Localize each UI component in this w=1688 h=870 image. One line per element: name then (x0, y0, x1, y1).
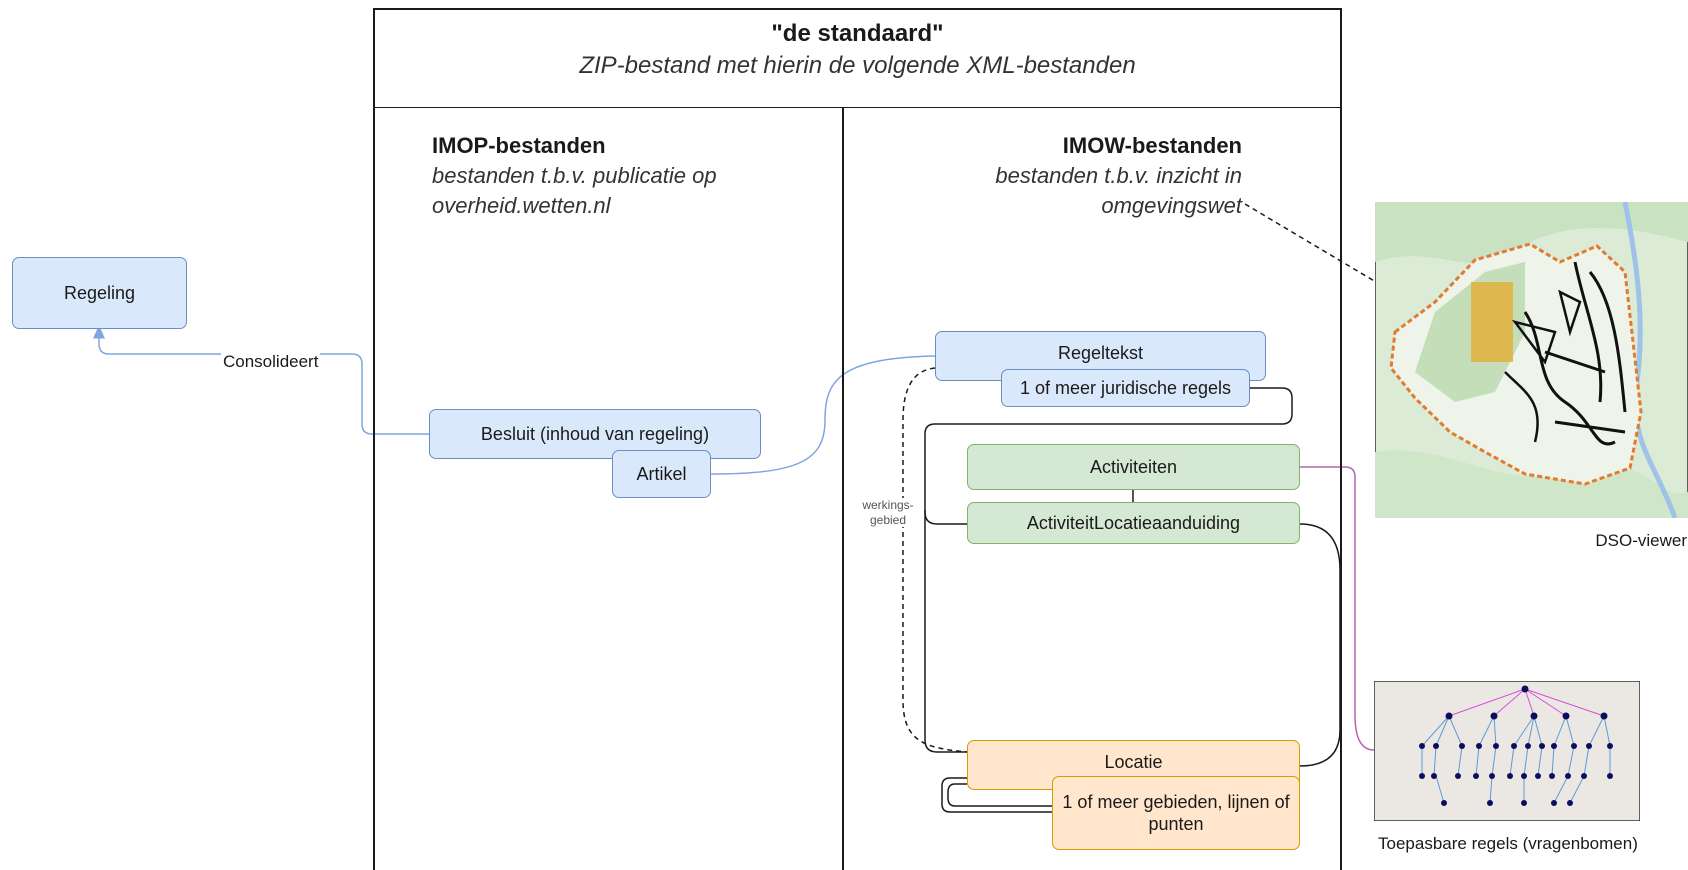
activiteiten-node[interactable]: Activiteiten (967, 444, 1300, 490)
standaard-header-divider (373, 107, 1342, 108)
regel-locatie-edge (924, 510, 967, 753)
artikel-label: Artikel (636, 464, 687, 484)
regeling-node[interactable]: Regeling (12, 257, 187, 329)
gebieden-node[interactable]: 1 of meer gebieden, lijnen of punten (1052, 776, 1300, 850)
map-icon (1375, 202, 1688, 518)
gebieden-label: 1 of meer gebieden, lijnen of punten (1062, 792, 1290, 834)
regeling-label: Regeling (63, 283, 136, 303)
column-divider (842, 107, 844, 870)
dso-viewer-caption: DSO-viewer (1595, 531, 1687, 550)
regeltekst-label: Regeltekst (1057, 343, 1144, 363)
imow-desc-2: omgevingswet (1101, 193, 1242, 218)
activiteiten-label: Activiteiten (1089, 457, 1178, 477)
regel-activiteit-edge (924, 387, 1293, 525)
vragenbomen-caption: Toepasbare regels (vragenbomen) (1378, 834, 1638, 853)
tree-icon (1374, 681, 1640, 821)
werkingsgebied-label-2: gebied (860, 513, 916, 527)
activiteit-locatieaanduiding-node[interactable]: ActiviteitLocatieaanduiding (967, 502, 1300, 544)
imow-title: IMOW-bestanden (1062, 133, 1242, 158)
locatie-label: Locatie (1104, 752, 1163, 772)
standaard-subtitle: ZIP-bestand met hierin de volgende XML-b… (579, 52, 1136, 79)
werkingsgebied-label-1: werkings- (860, 498, 916, 512)
vragenbomen-link-edge (1300, 466, 1375, 751)
dso-link-edge (1244, 203, 1377, 283)
locatie-loop-edge (941, 777, 1052, 813)
werkingsgebied-edge (902, 367, 968, 753)
standaard-frame (373, 8, 1342, 870)
locatie-loop-edge-2 (947, 783, 1052, 807)
artikel-node[interactable]: Artikel (612, 450, 711, 498)
juridische-regels-label: 1 of meer juridische regels (1019, 378, 1232, 398)
artikel-regeltekst-edge (710, 355, 936, 475)
besluit-label: Besluit (inhoud van regeling) (480, 424, 710, 444)
standaard-title: "de standaard" (771, 20, 944, 47)
imop-desc-2: overheid.wetten.nl (432, 193, 611, 218)
imow-desc-1: bestanden t.b.v. inzicht in (995, 163, 1242, 188)
activiteit-locatieaanduiding-label: ActiviteitLocatieaanduiding (1026, 513, 1241, 533)
juridische-regels-node[interactable]: 1 of meer juridische regels (1001, 369, 1250, 407)
imop-desc-1: bestanden t.b.v. publicatie op (432, 163, 717, 188)
besluit-node[interactable]: Besluit (inhoud van regeling) (429, 409, 761, 459)
imop-title: IMOP-bestanden (432, 133, 606, 158)
consolideert-label: Consolideert (221, 352, 321, 372)
consolideert-edge (93, 325, 429, 435)
